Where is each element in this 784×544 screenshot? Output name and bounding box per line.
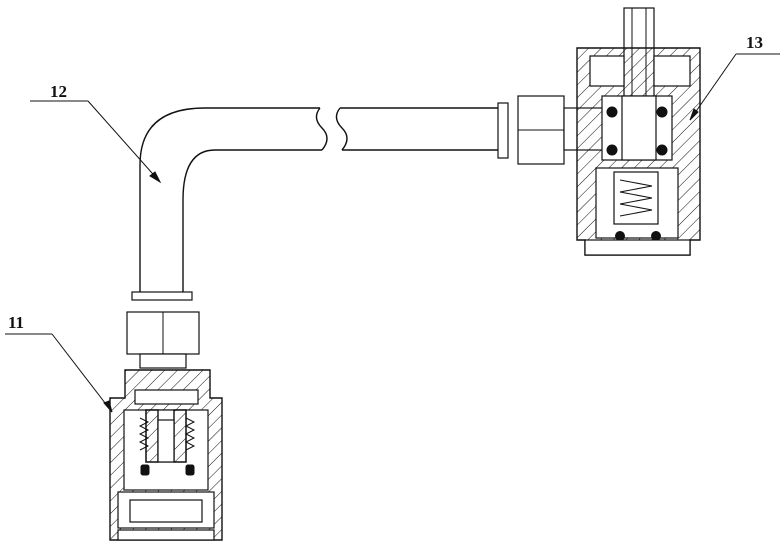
valve-body-11 — [109, 369, 223, 541]
pipe-12 — [139, 107, 498, 292]
label-13: 13 — [746, 33, 763, 52]
label-group-13: 13 — [689, 33, 780, 121]
label-11: 11 — [8, 313, 24, 332]
valve-body-13 — [576, 7, 701, 256]
fitting-left-bottom — [126, 291, 200, 369]
label-group-11: 11 — [5, 313, 113, 413]
label-group-12: 12 — [30, 82, 162, 184]
label-12: 12 — [50, 82, 67, 101]
